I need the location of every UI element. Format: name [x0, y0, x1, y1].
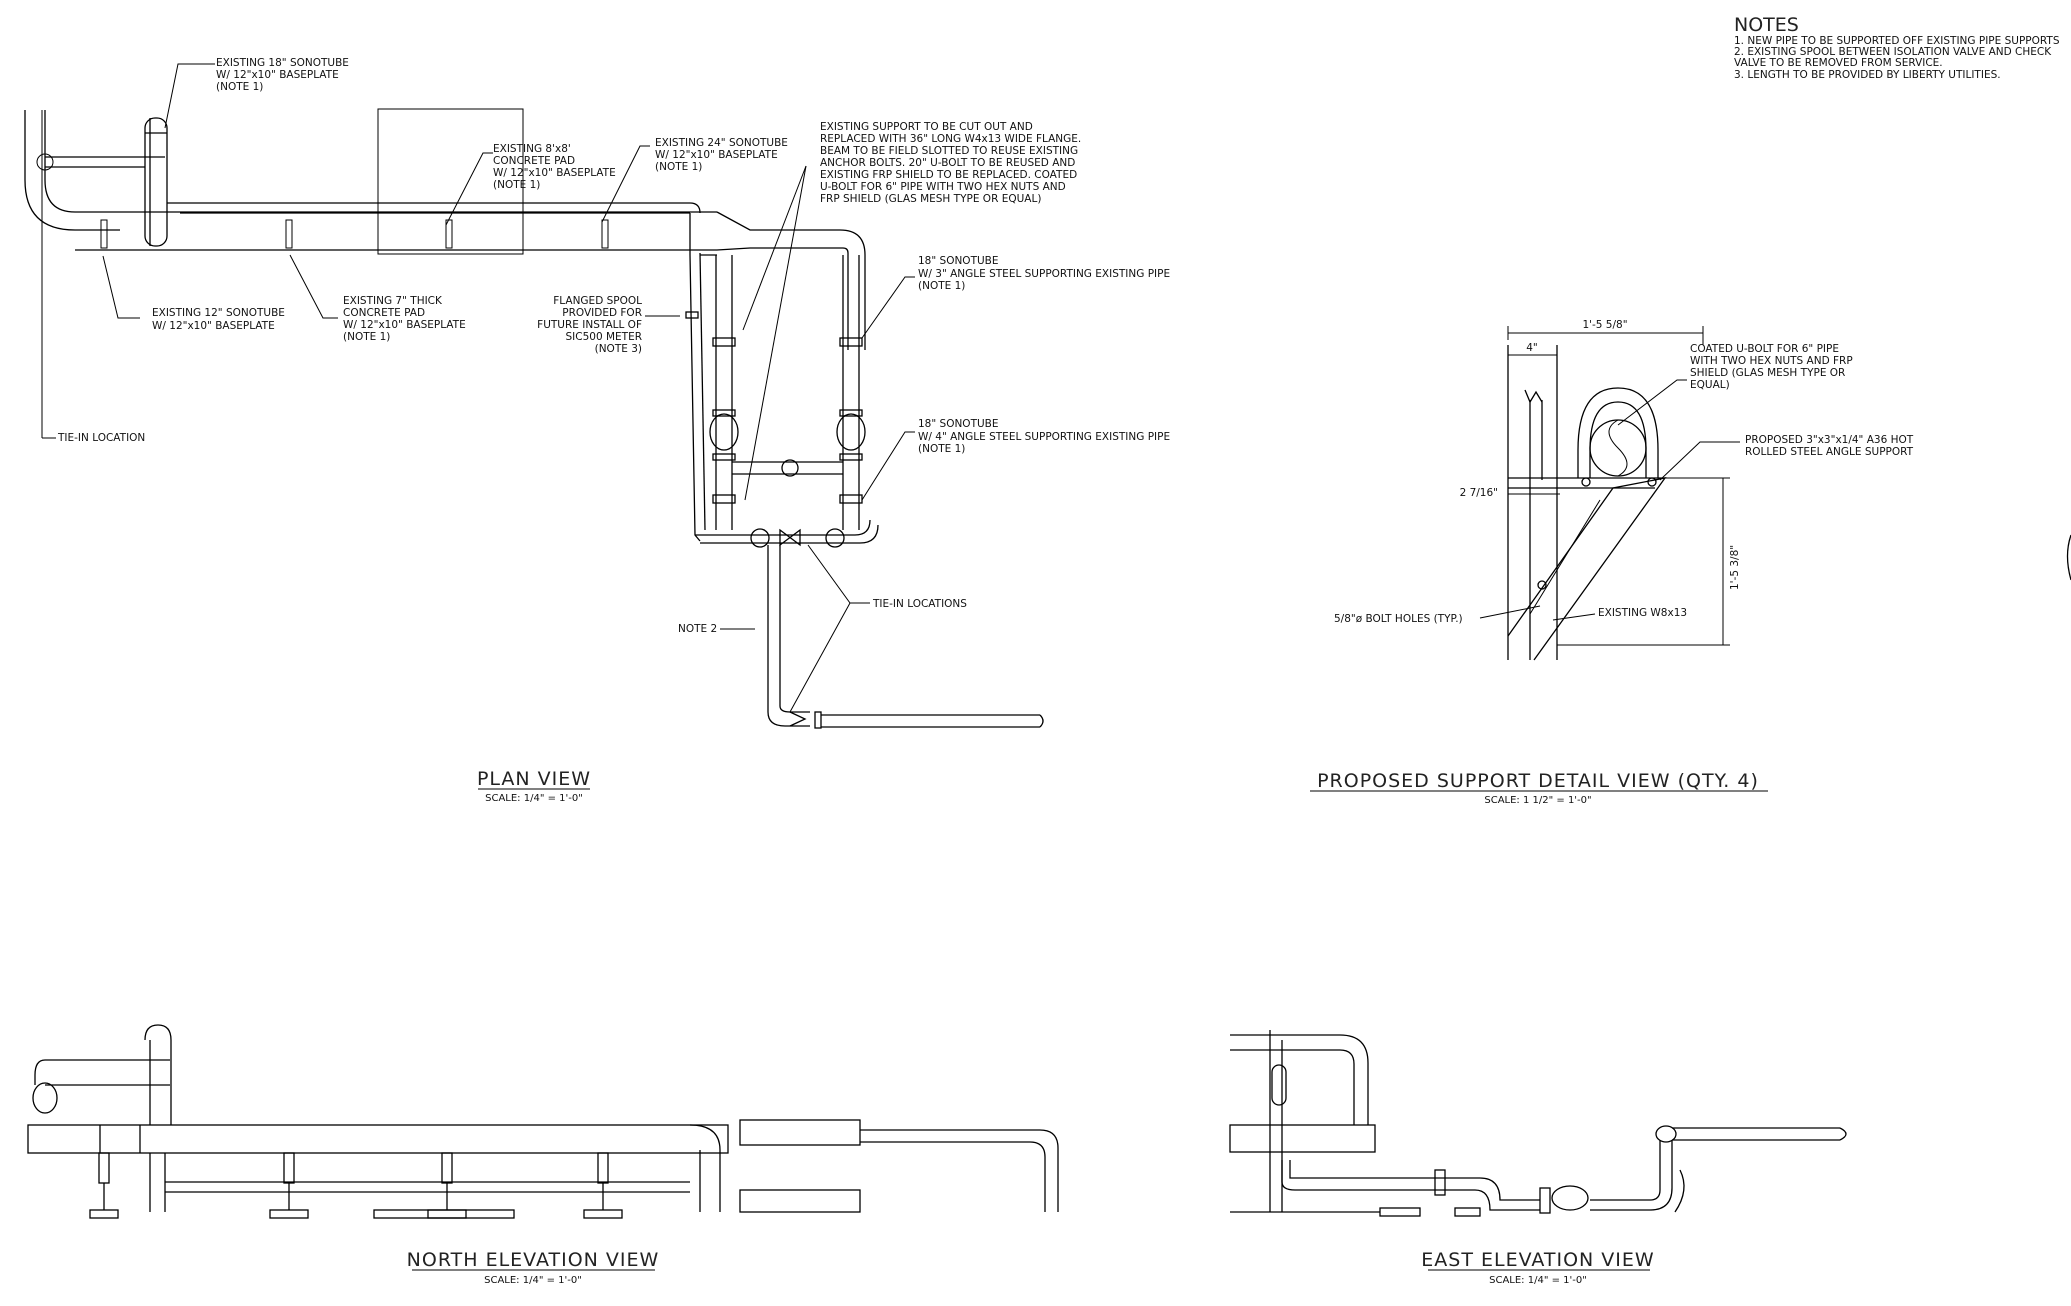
cl-spool-3: FUTURE INSTALL OF	[537, 319, 642, 331]
cl-sonotube18-2: W/ 12"x10" BASEPLATE	[216, 69, 339, 81]
cl-spool-1: FLANGED SPOOL	[553, 295, 642, 307]
cl-angle4-2: W/ 4" ANGLE STEEL SUPPORTING EXISTING PI…	[918, 431, 1170, 443]
cl-holes: 5/8"ø BOLT HOLES (TYP.)	[1334, 613, 1463, 625]
cl-cut-6: U-BOLT FOR 6" PIPE WITH TWO HEX NUTS AND	[820, 181, 1066, 193]
detail-view-scale: SCALE: 1 1/2" = 1'-0"	[1484, 795, 1591, 806]
north-view-scale: SCALE: 1/4" = 1'-0"	[484, 1275, 582, 1286]
cl-angle3-3: (NOTE 1)	[918, 280, 965, 292]
cl-spool-4: SIC500 METER	[565, 331, 642, 343]
cl-pad7-3: W/ 12"x10" BASEPLATE	[343, 319, 466, 331]
cl-tie-in: TIE-IN LOCATION	[57, 432, 145, 444]
cl-son24-2: W/ 12"x10" BASEPLATE	[655, 149, 778, 161]
cl-ubolt-3: SHIELD (GLAS MESH TYPE OR	[1690, 367, 1845, 379]
notes-block: NOTES 1. NEW PIPE TO BE SUPPORTED OFF EX…	[1734, 14, 2060, 81]
notes-title: NOTES	[1734, 14, 1799, 36]
east-view-title: EAST ELEVATION VIEW	[1421, 1249, 1654, 1271]
cl-cut-4: ANCHOR BOLTS. 20" U-BOLT TO BE REUSED AN…	[820, 157, 1075, 169]
cl-angle4-1: 18" SONOTUBE	[918, 418, 999, 430]
cl-sonotube18-1: EXISTING 18" SONOTUBE	[216, 57, 349, 69]
cl-note2: NOTE 2	[678, 623, 717, 635]
cl-angle4-3: (NOTE 1)	[918, 443, 965, 455]
note-item-2: 2. EXISTING SPOOL BETWEEN ISOLATION VALV…	[1734, 46, 2052, 58]
cl-pad8-2: CONCRETE PAD	[493, 155, 575, 167]
plan-view: EXISTING 18" SONOTUBE W/ 12"x10" BASEPLA…	[24, 57, 1170, 804]
cl-spool-2: PROVIDED FOR	[562, 307, 642, 319]
cl-son24-1: EXISTING 24" SONOTUBE	[655, 137, 788, 149]
cl-cut-7: FRP SHIELD (GLAS MESH TYPE OR EQUAL)	[820, 193, 1041, 205]
cl-angle-2: ROLLED STEEL ANGLE SUPPORT	[1745, 446, 1914, 458]
cl-pad7-1: EXISTING 7" THICK	[343, 295, 443, 307]
cl-ubolt-2: WITH TWO HEX NUTS AND FRP	[1690, 355, 1853, 367]
cl-pad7-2: CONCRETE PAD	[343, 307, 425, 319]
cl-ubolt-4: EQUAL)	[1690, 379, 1730, 391]
cl-angle3-2: W/ 3" ANGLE STEEL SUPPORTING EXISTING PI…	[918, 268, 1170, 280]
cl-son12-2: W/ 12"x10" BASEPLATE	[152, 320, 275, 332]
cl-cut-5: EXISTING FRP SHIELD TO BE REPLACED. COAT…	[820, 169, 1077, 181]
cl-cut-3: BEAM TO BE FIELD SLOTTED TO REUSE EXISTI…	[820, 145, 1078, 157]
north-view-title: NORTH ELEVATION VIEW	[407, 1249, 660, 1271]
cl-pad8-3: W/ 12"x10" BASEPLATE	[493, 167, 616, 179]
cl-pad8-4: (NOTE 1)	[493, 179, 540, 191]
cl-son24-3: (NOTE 1)	[655, 161, 702, 173]
cl-spool-5: (NOTE 3)	[595, 343, 642, 355]
east-view-scale: SCALE: 1/4" = 1'-0"	[1489, 1275, 1587, 1286]
dim-height: 1'-5 3/8"	[1729, 545, 1741, 590]
note-item-1: 1. NEW PIPE TO BE SUPPORTED OFF EXISTING…	[1734, 35, 2060, 47]
cl-ubolt-1: COATED U-BOLT FOR 6" PIPE	[1690, 343, 1839, 355]
east-elevation-view: EAST ELEVATION VIEW SCALE: 1/4" = 1'-0"	[1229, 1030, 1847, 1286]
cl-tie-ins: TIE-IN LOCATIONS	[872, 598, 967, 610]
cl-pad7-4: (NOTE 1)	[343, 331, 390, 343]
cl-angle3-1: 18" SONOTUBE	[918, 255, 999, 267]
detail-view-title: PROPOSED SUPPORT DETAIL VIEW (QTY. 4)	[1317, 770, 1759, 792]
detail-view: 1'-5 5/8" 4" 2 7/16" 1'-5 3/8" COATED U-…	[1310, 319, 1914, 806]
plan-view-title: PLAN VIEW	[477, 768, 591, 790]
dim-two: 2 7/16"	[1460, 487, 1498, 499]
note-item-2b: VALVE TO BE REMOVED FROM SERVICE.	[1734, 57, 1943, 69]
cl-cut-1: EXISTING SUPPORT TO BE CUT OUT AND	[820, 121, 1033, 133]
cl-cut-2: REPLACED WITH 36" LONG W4x13 WIDE FLANGE…	[820, 133, 1081, 145]
dim-width: 1'-5 5/8"	[1582, 319, 1627, 331]
note-item-3: 3. LENGTH TO BE PROVIDED BY LIBERTY UTIL…	[1734, 69, 2001, 81]
cl-sonotube18-3: (NOTE 1)	[216, 81, 263, 93]
cl-angle-1: PROPOSED 3"x3"x1/4" A36 HOT	[1745, 434, 1914, 446]
cl-pad8-1: EXISTING 8'x8'	[493, 143, 571, 155]
north-elevation-view: NORTH ELEVATION VIEW SCALE: 1/4" = 1'-0"	[27, 1024, 1059, 1286]
plan-view-scale: SCALE: 1/4" = 1'-0"	[485, 793, 583, 804]
cl-son12-1: EXISTING 12" SONOTUBE	[152, 307, 285, 319]
dim-four: 4"	[1526, 342, 1538, 354]
cl-w8: EXISTING W8x13	[1598, 607, 1687, 619]
